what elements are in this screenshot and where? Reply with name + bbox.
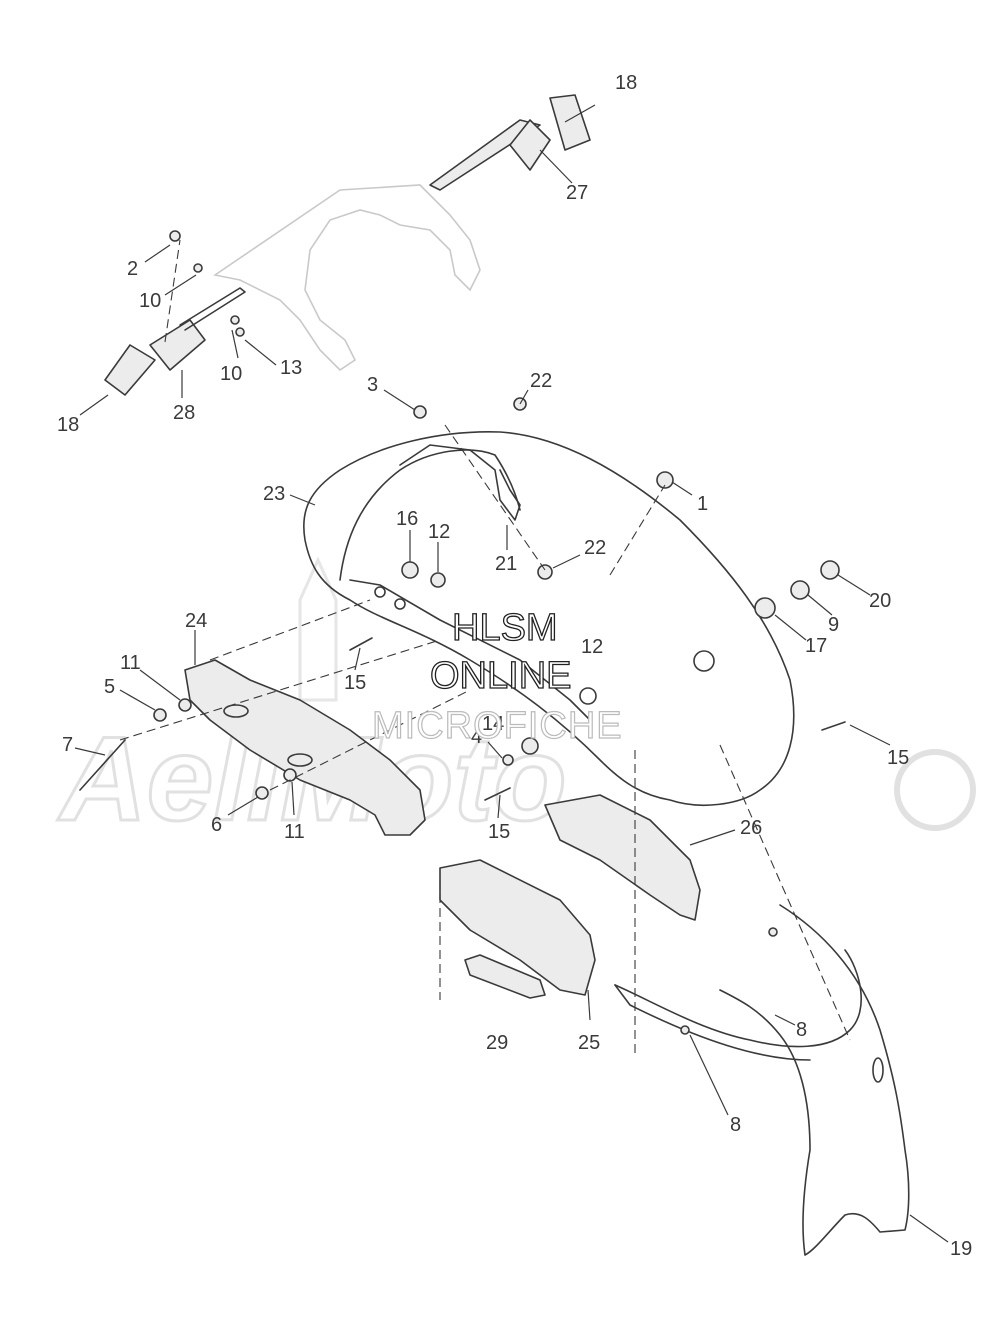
fender-tip-flange: [614, 984, 811, 1061]
watermark-online: ONLINE: [430, 655, 571, 697]
callout-19: 19: [950, 1238, 972, 1260]
callout-1: 1: [697, 493, 708, 515]
callout-25: 25: [578, 1032, 600, 1054]
callout-4: 4: [471, 726, 482, 748]
screw-5: [153, 708, 167, 722]
nut-20: [820, 560, 840, 580]
support-bracket-outline: [212, 184, 481, 372]
callout-23: 23: [263, 483, 285, 505]
clip-22: [537, 564, 553, 580]
reflector-pad-29: [464, 954, 546, 999]
rivet-15-right: [821, 721, 846, 731]
washer-11: [178, 698, 192, 712]
callout-2: 2: [127, 258, 138, 280]
callout-24: 24: [185, 610, 207, 632]
callout-22-top: 22: [530, 370, 552, 392]
bolt-7: [79, 739, 126, 791]
washer-10-lower: [230, 315, 240, 325]
callout-11-lower: 11: [284, 821, 305, 843]
rear-fender: [303, 431, 795, 806]
fender-tip-slot: [872, 1057, 884, 1083]
fender-tip-19: [719, 904, 910, 1256]
callout-8-lower: 8: [730, 1114, 741, 1136]
reflector-mount-strip: [179, 287, 246, 331]
alignment-lines: [119, 239, 851, 1055]
watermark-hlsm: HLSM: [452, 607, 558, 649]
rivet-15-left: [349, 637, 373, 651]
spacer-12: [430, 572, 446, 588]
callout-10-lower: 10: [220, 363, 242, 385]
callout-17: 17: [805, 635, 827, 657]
side-rail-24: [184, 659, 426, 836]
callout-13: 13: [280, 357, 302, 379]
callout-12-lower: 12: [581, 636, 603, 658]
nut-13: [235, 327, 245, 337]
clip-16: [401, 561, 419, 579]
callout-12-upper: 12: [428, 521, 450, 543]
reflector-18-top: [549, 94, 591, 151]
callout-18-left: 18: [57, 414, 79, 436]
fender-bracket-21: [399, 444, 521, 521]
callout-5: 5: [104, 676, 115, 698]
watermark-microfiche: MICROFICHE: [372, 705, 623, 747]
callout-27: 27: [566, 182, 588, 204]
license-plate-mount-26: [544, 794, 701, 921]
callout-15-left: 15: [344, 672, 366, 694]
callout-16: 16: [396, 508, 418, 530]
washer-10: [193, 263, 203, 273]
callout-15-right: 15: [887, 747, 909, 769]
nut-8-lower: [680, 1025, 690, 1035]
fender-mount-hole: [693, 650, 715, 672]
callout-22-mid: 22: [584, 537, 606, 559]
logo-wheel-shape: [894, 749, 976, 831]
screw-4: [502, 754, 514, 766]
callout-9: 9: [828, 614, 839, 636]
screw-6: [255, 786, 269, 800]
leader-lines: [74, 104, 949, 1243]
fender-tip-upper: [614, 949, 862, 1048]
callout-7: 7: [62, 734, 73, 756]
washer-11-lower: [283, 768, 297, 782]
license-plate-bracket-25: [439, 859, 596, 996]
callout-3: 3: [367, 374, 378, 396]
callout-14: 14: [482, 713, 504, 735]
rail-hole: [223, 704, 249, 718]
callout-11-upper: 11: [120, 652, 141, 674]
fender-side-rail: [349, 579, 591, 721]
nut-14: [521, 737, 539, 755]
callout-6: 6: [211, 814, 222, 836]
hlsm-watermark: HLSM ONLINE MICROFICHE: [371, 606, 623, 747]
rivet-15-center: [484, 787, 511, 801]
callout-18-top: 18: [615, 72, 637, 94]
screw-2: [169, 230, 181, 242]
logo-tower-shape: [298, 556, 338, 702]
reflector-bracket-28: [149, 319, 206, 371]
callout-20: 20: [869, 590, 891, 612]
callout-10-upper: 10: [139, 290, 161, 312]
washer-9: [790, 580, 810, 600]
reflector-18-left: [104, 344, 156, 396]
callout-28: 28: [173, 402, 195, 424]
fender-inner-edge: [339, 449, 521, 581]
callout-labels: 18 27 2 10 10 13 18 28 3 22 23 1 16 12 2…: [57, 72, 972, 1260]
callout-29: 29: [486, 1032, 508, 1054]
plug-1: [656, 471, 674, 489]
rail-hole: [287, 753, 313, 767]
nut-8-upper: [768, 927, 778, 937]
callout-15-center: 15: [488, 821, 510, 843]
reflector-bracket-27: [429, 119, 541, 191]
fender-mount-hole: [374, 586, 386, 598]
fender-mount-hole: [579, 687, 597, 705]
fender-mount-hole: [394, 598, 406, 610]
callout-21: 21: [495, 553, 517, 575]
grommet-17: [754, 597, 776, 619]
screw-3: [413, 405, 427, 419]
callout-8-upper: 8: [796, 1019, 807, 1041]
callout-26: 26: [740, 817, 762, 839]
reflector-housing-27: [509, 119, 551, 171]
